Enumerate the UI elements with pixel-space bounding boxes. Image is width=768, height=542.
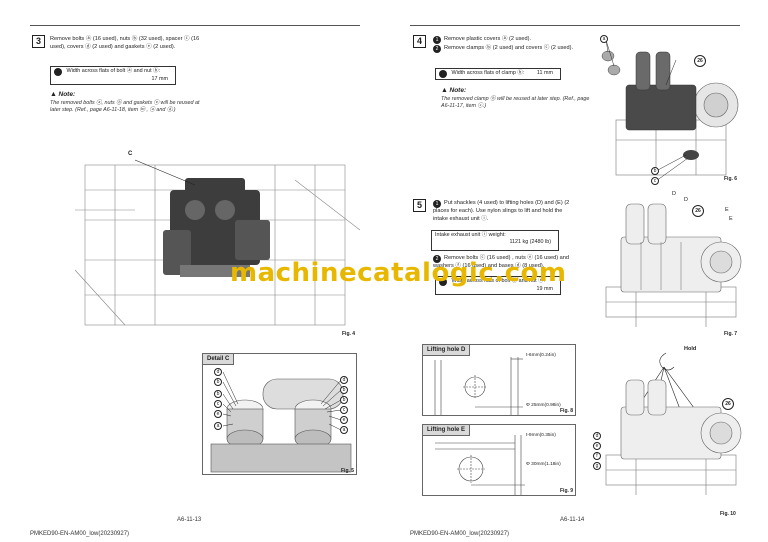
fig-6-callout-a: a [600,35,608,43]
fig-7-callout-e1: E [725,207,729,213]
fig-8-label: Fig. 8 [560,408,574,414]
detail-callout-right-1: d [340,376,348,384]
fig-6-callout-b: b [651,167,659,175]
bullet-3-icon: 1 [433,200,441,208]
hole-e-thickness: t-9mm(0.35in) [526,433,556,438]
fig-7-part-26: 26 [692,205,704,217]
note-title: Note: [58,91,76,98]
step-3-instruction: Remove bolts ⓐ (16 used), nuts ⓑ (32 use… [50,36,200,50]
detail-callout-left-3: b [214,390,222,398]
detail-callout-right-2: b [340,386,348,394]
weight-label: Intake exhaust unit ⓘ weight: [435,232,506,238]
fig-9-label: Fig. 9 [560,488,574,494]
detail-callout-right-3: b [340,396,348,404]
warning-icon: ▲ [50,91,57,98]
fig-6-illustration [596,30,746,185]
step-5-spec-value: 19 mm [536,286,553,292]
fig-10-part-26: 26 [722,398,734,410]
detail-callout-left-5: e [214,410,222,418]
right-footer-code: PMKED90-EN-AM00_low(20230927) [410,531,510,537]
bullet-2-icon: 2 [433,45,441,53]
fig-7-callout-d1: D [672,191,676,197]
left-header-rule [30,25,360,26]
step-4-item-2-text: Remove clamps ⓑ (2 used) and covers ⓒ (2… [444,45,574,51]
step-5-spec-label: Width across flats of bolt ⓓ and nut ⓔ: [451,278,545,284]
left-page-number: A6-11-13 [177,517,202,523]
weight-box: Intake exhaust unit ⓘ weight: 1121 kg (2… [431,230,559,251]
fig-4-label: Fig. 4 [342,331,356,337]
hold-label: Hold [684,346,697,352]
fig-10-label: Fig. 10 [720,511,736,517]
fig-7-label: Fig. 7 [724,331,738,337]
detail-callout-right-4: c [340,406,348,414]
step-5-badge: 5 [413,199,426,212]
bullet-1-icon: 1 [433,36,441,44]
detail-callout-left-2: b [214,378,222,386]
step-5-item-2-text: Remove bolts ⓒ (16 used) , nuts ⓔ (16 us… [433,255,569,269]
step-5-spec-box: Width across flats of bolt ⓓ and nut ⓔ: … [435,276,561,295]
watermark-text: machinecatalogic.com [230,258,567,288]
weight-value: 1121 kg (2480 lb) [509,239,551,246]
detail-c-title: Detail C [203,354,235,366]
detail-callout-left-1: d [214,368,222,376]
fig-6-part-26: 26 [694,55,706,67]
fig-10-illustration [596,345,746,500]
fig-4-illustration [74,150,361,335]
fig-10-callout-f: f [593,452,601,460]
warning-icon-2: ▲ [441,87,448,94]
lifting-hole-e-title: Lifting hole E [423,425,470,437]
step-3-note: ▲ Note: The removed bolts ⓐ, nuts ⓑ and … [50,90,210,114]
step-4-spec-box: Width across flats of clamp ⓑ: 11 mm [435,68,561,80]
fig-10-callout-d: d [593,432,601,440]
step-4-note-text: The removed clamp ⓑ will be reused at la… [441,95,590,110]
step-4-spec-label: Width across flats of clamp ⓑ: [451,70,525,76]
step-3-spec-value: 17 mm [151,76,168,82]
fig-7-callout-d2: D [684,197,688,203]
hole-d-diameter: Φ 25mm(0.98in) [526,403,561,408]
fig-6-callout-c: c [651,177,659,185]
fig-10-callout-e: e [593,442,601,450]
detail-c-box: Detail C [202,353,357,475]
fig-7-callout-e2: E [729,216,733,222]
step-3-spec-label: Width across flats of bolt ⓐ and nut ⓑ: [66,68,160,74]
hole-e-diameter: Φ 30mm(1.18in) [526,462,561,467]
hole-d-thickness: t-6mm(0.24in) [526,353,556,358]
step-3-badge: 3 [32,35,45,48]
lifting-hole-d-title: Lifting hole D [423,345,471,357]
step-4-badge: 4 [413,35,426,48]
step-4-note-title: Note: [449,87,467,94]
bullet-4-icon: 2 [433,255,441,263]
fig-4-callout-c: C [128,151,133,157]
lifting-hole-e-box: Lifting hole E t-9mm(0.35in) Φ 30mm(1.18… [422,424,576,496]
fig-10-callout-g: g [593,462,601,470]
detail-callout-right-6: a [340,426,348,434]
left-footer-code: PMKED90-EN-AM00_low(20230927) [30,531,130,537]
right-page-number: A6-11-14 [560,517,585,523]
detail-callout-left-4: c [214,400,222,408]
note-text: The removed bolts ⓐ, nuts ⓑ and gaskets … [50,99,200,114]
fig-6-label: Fig. 6 [724,176,738,182]
detail-callout-left-6: a [214,422,222,430]
fig-5-label: Fig. 5 [341,468,355,474]
step-4-item-1-text: Remove plastic covers ⓐ (2 used). [444,36,532,42]
spec-bullet-icon-2 [439,70,447,78]
right-header-rule [410,25,740,26]
detail-callout-right-5: e [340,416,348,424]
step-4-note: ▲ Note: The removed clamp ⓑ will be reus… [441,86,591,110]
spec-bullet-icon [54,68,62,76]
step-4-spec-value: 11 mm [536,70,553,76]
spec-bullet-icon-3 [439,278,447,286]
fig-7-illustration [596,192,746,332]
step-3-spec-box: Width across flats of bolt ⓐ and nut ⓑ: … [50,66,176,85]
step-5-item-1-text: Put shackles (4 used) to lifting holes (… [433,200,570,222]
lifting-hole-d-box: Lifting hole D t-6mm(0.24in) Φ 25mm(0.98… [422,344,576,416]
